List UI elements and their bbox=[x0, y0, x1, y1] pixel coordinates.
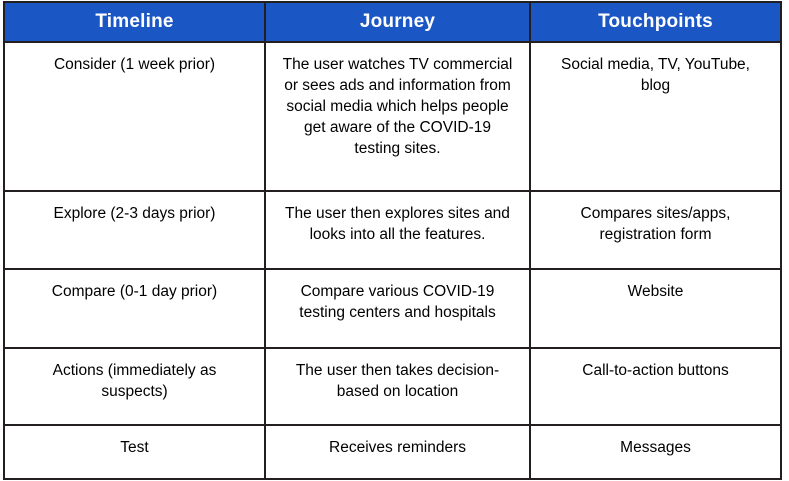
table-body: Consider (1 week prior) The user watches… bbox=[3, 41, 782, 480]
header-row: Timeline Journey Touchpoints bbox=[3, 1, 782, 43]
cell-text: Actions (immediately as suspects) bbox=[52, 362, 217, 400]
cell-text: Social media, TV, YouTube, blog bbox=[560, 56, 750, 94]
table-row: Compare (0-1 day prior) Compare various … bbox=[3, 268, 782, 349]
table-header: Timeline Journey Touchpoints bbox=[3, 1, 782, 43]
cell-text: Compares sites/apps, registration form bbox=[580, 205, 731, 243]
cell-timeline-compare: Compare (0-1 day prior) bbox=[3, 268, 266, 349]
cell-timeline-test: Test bbox=[3, 424, 266, 480]
cell-timeline-explore: Explore (2-3 days prior) bbox=[3, 190, 266, 270]
table-row: Consider (1 week prior) The user watches… bbox=[3, 41, 782, 192]
cell-touchpoints-test: Messages bbox=[529, 424, 782, 480]
cell-text: Call-to-action buttons bbox=[582, 362, 729, 379]
cell-text: Explore (2-3 days prior) bbox=[53, 205, 216, 222]
cell-touchpoints-compare: Website bbox=[529, 268, 782, 349]
table-row: Actions (immediately as suspects) The us… bbox=[3, 347, 782, 426]
cell-text: Compare (0-1 day prior) bbox=[51, 283, 218, 300]
cell-text: Compare various COVID-19 testing centers… bbox=[299, 283, 496, 321]
cell-touchpoints-explore: Compares sites/apps, registration form bbox=[529, 190, 782, 270]
cell-timeline-consider: Consider (1 week prior) bbox=[3, 41, 266, 192]
cell-text: Messages bbox=[620, 439, 691, 456]
table-row: Test Receives reminders Messages bbox=[3, 424, 782, 480]
cell-text: Receives reminders bbox=[329, 439, 466, 456]
cell-text: Consider (1 week prior) bbox=[53, 56, 216, 73]
cell-timeline-actions: Actions (immediately as suspects) bbox=[3, 347, 266, 426]
column-header-touchpoints: Touchpoints bbox=[529, 1, 782, 43]
cell-text: Website bbox=[627, 283, 684, 300]
customer-journey-table: Timeline Journey Touchpoints Consider (1… bbox=[3, 1, 782, 480]
cell-text: The user watches TV commercial or sees a… bbox=[282, 56, 513, 157]
cell-journey-explore: The user then explores sites and looks i… bbox=[264, 190, 531, 270]
column-header-timeline: Timeline bbox=[3, 1, 266, 43]
cell-journey-compare: Compare various COVID-19 testing centers… bbox=[264, 268, 531, 349]
cell-journey-actions: The user then takes decision-based on lo… bbox=[264, 347, 531, 426]
cell-touchpoints-actions: Call-to-action buttons bbox=[529, 347, 782, 426]
cell-journey-test: Receives reminders bbox=[264, 424, 531, 480]
cell-text: The user then takes decision-based on lo… bbox=[295, 362, 500, 400]
cell-touchpoints-consider: Social media, TV, YouTube, blog bbox=[529, 41, 782, 192]
column-header-journey: Journey bbox=[264, 1, 531, 43]
cell-text: Test bbox=[120, 439, 149, 456]
cell-journey-consider: The user watches TV commercial or sees a… bbox=[264, 41, 531, 192]
cell-text: The user then explores sites and looks i… bbox=[285, 205, 510, 243]
table-row: Explore (2-3 days prior) The user then e… bbox=[3, 190, 782, 270]
